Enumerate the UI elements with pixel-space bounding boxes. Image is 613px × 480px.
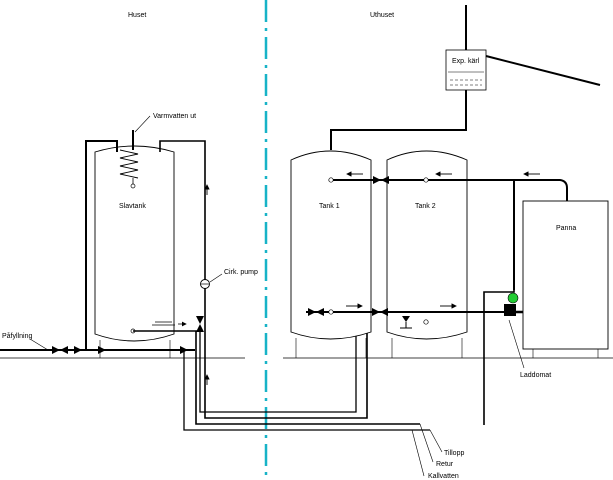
valve-icons-pafyllning (52, 346, 188, 354)
tank-1: Tank 1 (290, 150, 372, 358)
laddomat: Laddomat (483, 290, 551, 425)
pafyllning-pointer (29, 338, 49, 351)
panna-label: Panna (556, 225, 576, 232)
cirk-pump-pointer (209, 273, 223, 283)
exp-karl-label: Exp. kärl (452, 58, 480, 65)
cirk-pump-label: Cirk. pump (224, 269, 258, 276)
slavtank-label: Slavtank (119, 203, 146, 210)
top-pipe (328, 171, 568, 290)
tank-2: Tank 2 (386, 150, 468, 358)
retur-label: Retur (436, 461, 454, 468)
pafyllning-label: Påfyllning (2, 332, 32, 340)
kallvatten-label: Kallvatten (428, 473, 459, 480)
slavtank: Slavtank (94, 130, 200, 358)
tank-2-label: Tank 2 (415, 203, 436, 210)
varmvatten-pointer (134, 115, 151, 133)
tillopp-label: Tillopp (444, 450, 464, 457)
section-huset: Huset (128, 12, 146, 19)
bottom-pipe (306, 303, 523, 329)
laddomat-pump-icon (507, 292, 519, 304)
valve-icon-vertical (196, 316, 204, 332)
heating-coil (119, 149, 139, 179)
bundle-labels: Tillopp Retur Kallvatten (411, 423, 464, 480)
varmvatten-label: Varmvatten ut (153, 113, 196, 120)
laddomat-label: Laddomat (520, 372, 551, 379)
panna: Panna (522, 200, 609, 358)
section-uthuset: Uthuset (370, 12, 394, 19)
exp-karl: Exp. kärl (330, 5, 601, 150)
tank-1-label: Tank 1 (319, 203, 340, 210)
